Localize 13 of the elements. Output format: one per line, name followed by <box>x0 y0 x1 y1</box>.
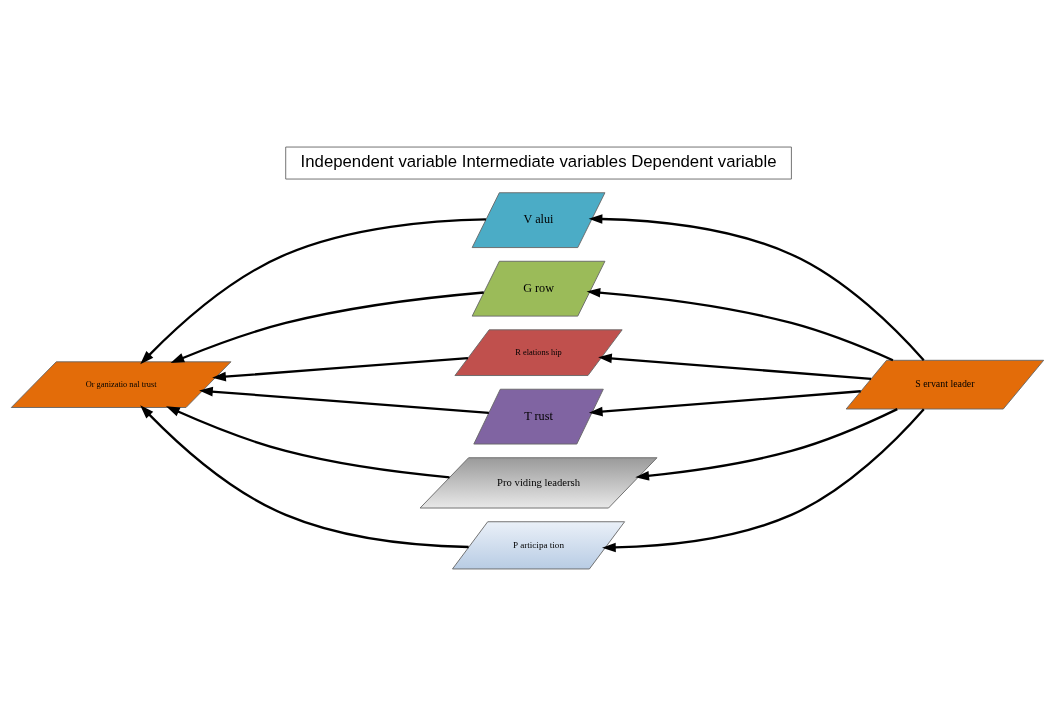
node-box: Independent variable Intermediate variables Dependent variable <box>285 146 792 179</box>
arrow <box>635 407 898 481</box>
arrow <box>170 290 484 363</box>
arrow <box>598 353 872 380</box>
arrow <box>212 356 469 381</box>
arrow <box>140 217 486 364</box>
arrow <box>602 407 925 552</box>
arrow <box>166 405 450 478</box>
arrow <box>586 287 894 361</box>
arrow <box>588 389 861 416</box>
arrow <box>588 213 925 361</box>
arrow <box>140 404 469 548</box>
arrow <box>199 386 489 414</box>
